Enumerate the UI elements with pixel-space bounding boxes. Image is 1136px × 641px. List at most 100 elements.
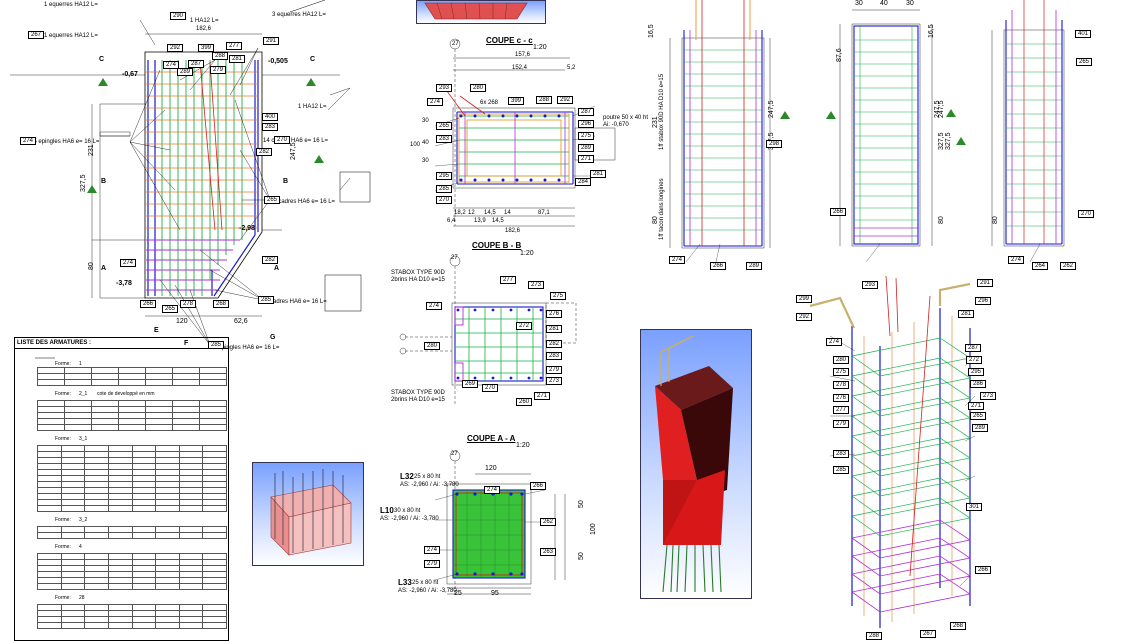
cc-label-6x: 6x 268 [480, 100, 499, 106]
aa-axis: 27 [451, 451, 458, 457]
level-tag-icon [956, 132, 966, 150]
form-label: Forme: [55, 436, 71, 442]
mark-label: 281 [958, 310, 975, 318]
mark-label: 277 [833, 406, 850, 414]
aa-l32: L32 [400, 472, 414, 481]
mark-label: 281 [546, 325, 563, 333]
mark-label: 265 [264, 196, 281, 204]
render-block-image [655, 335, 733, 593]
bb-stabox-2b: 2brins HA D10 e=15 [391, 397, 445, 403]
v1-dim: 16,5 [648, 24, 655, 38]
aa-dim-120: 120 [485, 465, 497, 472]
bb-axis: 27 [451, 255, 458, 261]
mark-label: 282 [262, 256, 279, 264]
mark-label: 274 [669, 256, 686, 264]
note-ha12-b: 1 HA12 L= [298, 104, 327, 110]
mark-label: 272 [966, 356, 983, 364]
cc-dim-bottom2: 6,4 [447, 218, 456, 224]
dim-80: 80 [88, 262, 95, 270]
cc-dim-top-2: 152,4 [512, 65, 528, 71]
level-tag-icon [826, 106, 836, 124]
mark-label: 266 [710, 262, 727, 270]
mark-label: 271 [534, 392, 551, 400]
level-c-right: -0,505 [268, 58, 288, 65]
v1-note: 1ff stabox 90D HA D10 e=15 [659, 73, 665, 150]
section-b-right: B [283, 178, 289, 185]
mark-label: 298 [766, 140, 783, 148]
section-a-right: A [274, 265, 280, 272]
mark-label: 263 [540, 548, 557, 556]
coupe-bb-title: COUPE B - B [472, 241, 522, 250]
mark-label: 293 [862, 281, 879, 289]
mark-label: 278 [180, 300, 197, 308]
form-table [37, 526, 227, 539]
level-tag-icon [946, 104, 956, 122]
mark-label: 269 [462, 380, 479, 388]
mark-label: 291 [263, 37, 280, 45]
v3-dim: 327,5 [945, 132, 952, 150]
dim-327: 327,5 [80, 174, 87, 192]
mark-label: 260 [516, 398, 533, 406]
coupe-bb-scale: 1:20 [520, 250, 534, 257]
mark-label: 270 [436, 196, 453, 204]
form-table [37, 367, 227, 386]
mark-label: 274 [163, 61, 180, 69]
mark-label: 282 [256, 148, 273, 156]
v2-dim: 30 [906, 0, 914, 7]
render-top-image [424, 2, 528, 20]
mark-label: 268 [213, 300, 230, 308]
form-code: 4 [79, 544, 82, 550]
mark-label: 283 [833, 450, 850, 458]
level-c: -0,67 [122, 71, 138, 78]
cc-dim-bottom2: 14,5 [492, 218, 504, 224]
aa-dim-50b: 50 [578, 552, 585, 560]
note-epingles: 15 epingles HA6 e= 16 L= [30, 139, 100, 145]
mark-label: 270 [482, 384, 499, 392]
mark-label: 275 [833, 368, 850, 376]
mark-label: 265 [436, 122, 453, 130]
mark-label: 274 [424, 546, 441, 554]
aa-l10-as: AS: -2,960 / Ai: -3,780 [380, 516, 439, 522]
mark-label: 292 [167, 44, 184, 52]
cc-dim-bottom: 14 [504, 210, 511, 216]
form-label: Forme: [55, 391, 71, 397]
mark-label: 271 [578, 155, 595, 163]
mark-label: 265 [970, 412, 987, 420]
cc-dim-bottom: 18,2 [454, 210, 466, 216]
mark-label: 287 [965, 344, 982, 352]
aa-dim-25: 25 [454, 590, 462, 597]
v2-dim: 327,5 [938, 132, 945, 150]
section-e: E [154, 327, 159, 334]
cc-dim-top-3: 5,2 [567, 65, 576, 71]
aa-l33-as: AS: -2,960 / Ai: -3,780 [398, 588, 457, 594]
mark-label: 265 [162, 305, 179, 313]
cc-note-ai: Ai: -0,670 [603, 122, 629, 128]
mark-label: 280 [424, 342, 441, 350]
mark-label: 289 [578, 144, 595, 152]
mark-label: 272 [516, 322, 533, 330]
form-table [37, 604, 227, 629]
mark-label: 291 [977, 279, 994, 287]
mark-label: 288 [536, 96, 553, 104]
render-top-small [416, 0, 546, 24]
level-tag-icon [314, 150, 324, 168]
mark-label: 274 [120, 259, 137, 267]
note-cadres-2: 6 cadres HA6 e= 16 L= [265, 299, 327, 305]
note-cadres-1: 14 cadres HA6 e= 16 L= [270, 199, 336, 205]
mark-label: 287 [188, 60, 205, 68]
list-title: LISTE DES ARMATURES : [15, 338, 228, 349]
mark-label: 401 [1075, 30, 1092, 38]
section-a-left: A [101, 265, 107, 272]
form-code: 2_1 [79, 391, 88, 397]
v2-dim: 80 [938, 216, 945, 224]
mark-label: 273 [546, 377, 563, 385]
mark-label: 283 [546, 352, 563, 360]
v2-dim: 30 [855, 0, 863, 7]
aa-l33-dim: 25 x 80 ht [412, 580, 439, 586]
form-code: 3_1 [79, 436, 88, 442]
section-c-left: C [99, 56, 105, 63]
mark-label: 282 [546, 340, 563, 348]
aa-l10-dim: 30 x 80 ht [394, 508, 421, 514]
right-elevations-drawing [669, 0, 1065, 263]
level-tag-icon [87, 180, 97, 198]
